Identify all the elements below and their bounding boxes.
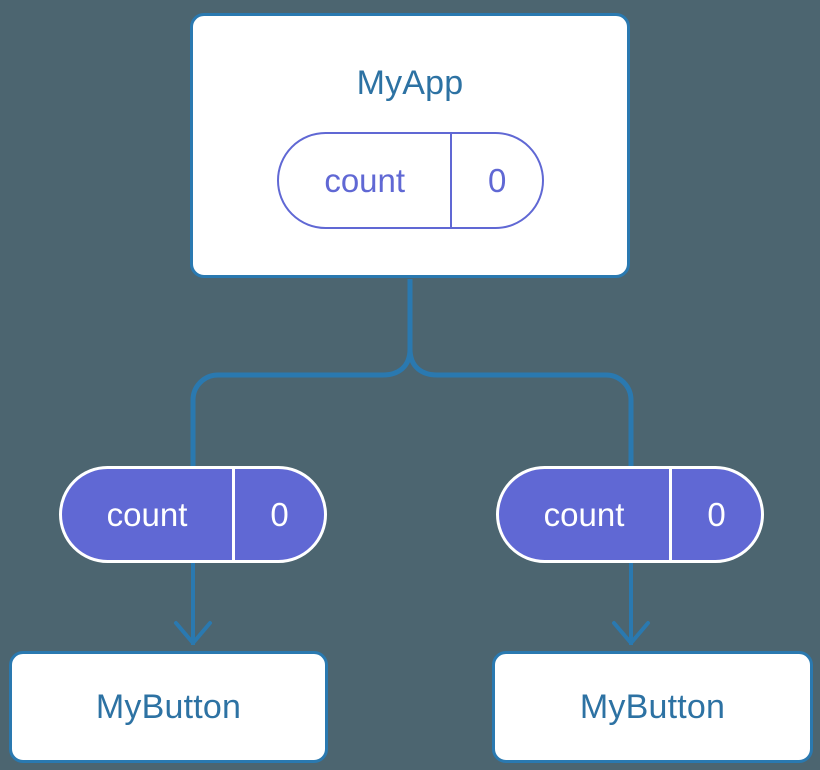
arrow-right-head-icon bbox=[612, 621, 650, 645]
branch-junction-flare bbox=[382, 348, 438, 378]
state-pill-myapp[interactable]: count 0 bbox=[277, 132, 544, 229]
prop-pill-left[interactable]: count 0 bbox=[59, 466, 327, 563]
prop-pill-key: count bbox=[62, 469, 236, 560]
component-node-mybutton-left[interactable]: MyButton bbox=[9, 651, 328, 763]
state-pill-value: 0 bbox=[488, 162, 507, 199]
arrow-left-head-icon bbox=[174, 621, 212, 645]
component-title-myapp: MyApp bbox=[356, 64, 464, 102]
prop-pill-key: count bbox=[499, 469, 673, 560]
branch-to-left-child bbox=[190, 372, 383, 468]
branch-to-right-child bbox=[437, 372, 634, 468]
component-title-mybutton: MyButton bbox=[579, 688, 726, 726]
component-title-mybutton: MyButton bbox=[95, 688, 242, 726]
component-node-myapp[interactable]: MyApp bbox=[190, 13, 630, 278]
prop-pill-value: 0 bbox=[270, 496, 289, 533]
prop-pill-right[interactable]: count 0 bbox=[496, 466, 764, 563]
state-pill-key: count bbox=[279, 134, 453, 227]
prop-pill-value: 0 bbox=[707, 496, 726, 533]
component-node-mybutton-right[interactable]: MyButton bbox=[492, 651, 813, 763]
